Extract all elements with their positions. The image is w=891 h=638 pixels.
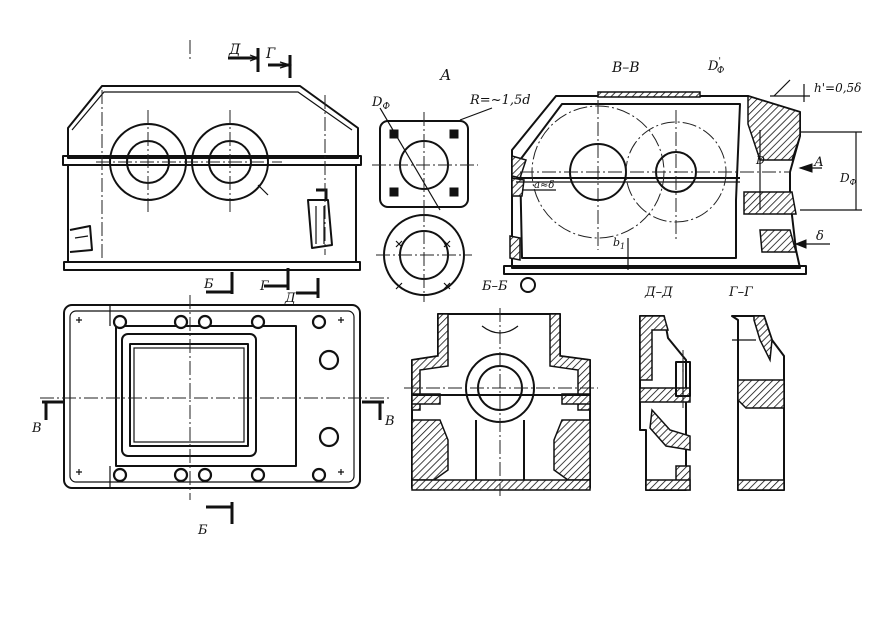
b1-label: b1 [613,236,625,251]
cut-g-label-plan: Г [259,279,269,294]
h-prime-label: h'=0,5δ [814,81,861,95]
section-bb [404,308,598,496]
cut-d-label-plan: Д [284,291,296,306]
plan-view [40,268,390,524]
cut-d-label-top: Д [228,42,241,58]
section-dd [639,315,691,491]
section-gg-title: Г–Г [728,285,753,300]
section-vv-title: В–В [611,60,640,76]
section-dd-title: Д–Д [644,285,673,300]
dim-df-label: DФ [839,171,857,187]
section-bb-marker [520,277,536,293]
cut-b-label-bottom: Б [197,523,208,538]
cut-b-label-top: Б [203,277,214,292]
d-phi-label: DФ [371,95,390,112]
cut-v-label-left: В [31,421,42,436]
a-eq-label: a≈δ [534,180,554,191]
d-phi-prime-label: D'Ф [707,57,725,76]
view-a-title: А [439,66,451,84]
cut-v-label-right: В [384,414,395,429]
section-vv [503,79,862,275]
section-bb-title: Б–Б [481,279,508,294]
section-gg [731,315,785,491]
dim-d-label: D [755,154,765,167]
delta-label: δ [816,229,824,244]
front-view [62,40,362,271]
view-a-arrow-label: А [813,155,824,170]
view-a-details [372,107,493,302]
cut-g-label-top: Г [265,46,276,62]
radius-label: R=~1,5d [469,93,531,108]
